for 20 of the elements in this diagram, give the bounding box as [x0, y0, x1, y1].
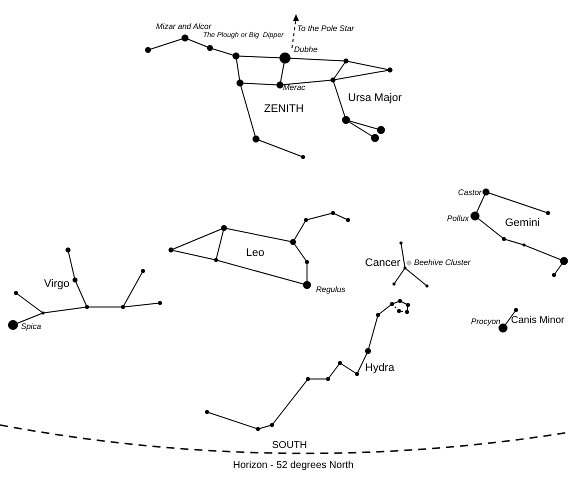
star-label: Mizar and Alcor	[156, 23, 212, 31]
constellation-label: Ursa Major	[348, 93, 402, 104]
star-label: Regulus	[316, 286, 346, 294]
star-label: Procyon	[471, 318, 500, 326]
star-label: Dubhe	[294, 46, 318, 54]
horizon-label: Horizon - 52 degrees North	[233, 461, 354, 471]
constellation-label: Virgo	[44, 279, 70, 290]
direction-label: SOUTH	[272, 441, 307, 451]
constellation-label: Gemini	[505, 218, 540, 229]
constellation-label: Cancer	[365, 258, 400, 269]
cluster-label: Beehive Cluster	[414, 259, 470, 267]
star-label: Castor	[458, 189, 482, 197]
star-label: Spica	[21, 323, 42, 331]
constellation-label: Leo	[246, 248, 264, 259]
star-label: Merac	[283, 84, 306, 92]
constellation-label: Canis Minor	[511, 316, 564, 326]
direction-label: To the Pole Star	[297, 25, 354, 33]
star-label: Pollux	[447, 215, 469, 223]
constellation-label: Hydra	[365, 363, 394, 374]
zenith-label: ZENITH	[264, 104, 304, 115]
